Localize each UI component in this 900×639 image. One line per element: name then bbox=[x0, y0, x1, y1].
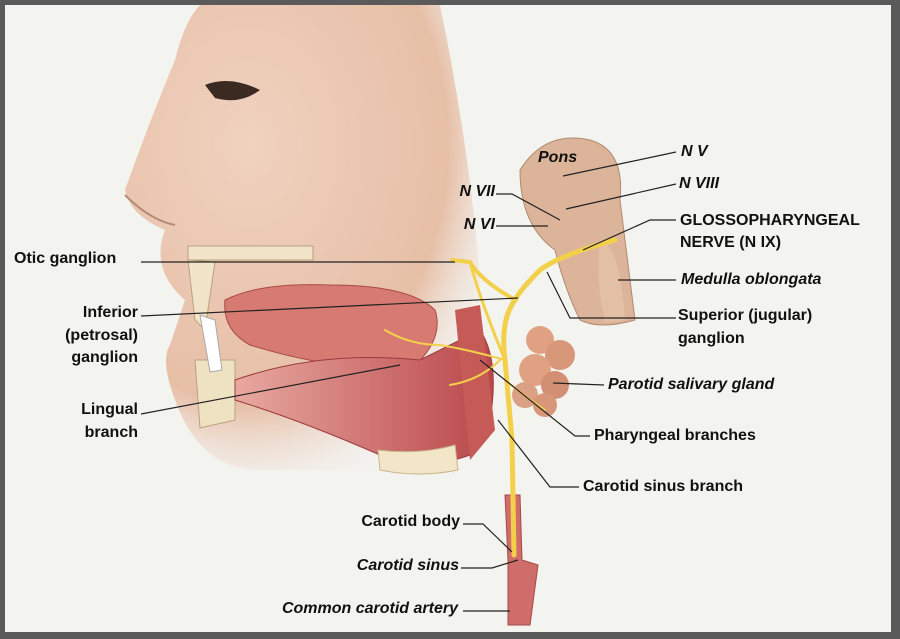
brainstem bbox=[519, 137, 636, 326]
glossopharyngeal-illustration bbox=[124, 5, 677, 626]
label-inferior-ganglion-1: Inferior bbox=[82, 304, 138, 321]
label-otic-ganglion: Otic ganglion bbox=[14, 250, 117, 267]
label-glossopharyngeal-2: NERVE (N IX) bbox=[680, 234, 782, 251]
label-parotid-gland: Parotid salivary gland bbox=[608, 376, 775, 393]
label-n-vii: N VII bbox=[459, 183, 495, 200]
label-inferior-ganglion-2: (petrosal) bbox=[65, 327, 138, 344]
label-lingual-branch-2: branch bbox=[84, 424, 138, 441]
label-common-carotid-artery: Common carotid artery bbox=[281, 600, 458, 617]
skull-bone bbox=[187, 245, 314, 429]
label-n-viii: N VIII bbox=[679, 175, 720, 192]
leader-lines bbox=[140, 151, 677, 612]
carotid-artery bbox=[504, 494, 539, 626]
diagram-frame: Pons N V N VIII N VII N VI GLOSSOPHARYNG… bbox=[5, 5, 891, 632]
glossopharyngeal-nerve bbox=[384, 237, 618, 558]
label-n-vi: N VI bbox=[463, 216, 495, 233]
tongue-and-muscles bbox=[224, 284, 495, 475]
label-medulla: Medulla oblongata bbox=[681, 271, 822, 288]
label-inferior-ganglion-3: ganglion bbox=[71, 349, 138, 366]
parotid-gland bbox=[512, 326, 575, 417]
label-carotid-sinus: Carotid sinus bbox=[356, 557, 459, 574]
label-carotid-sinus-branch: Carotid sinus branch bbox=[583, 478, 744, 495]
label-n-v: N V bbox=[681, 143, 708, 160]
label-superior-ganglion-2: ganglion bbox=[678, 330, 745, 347]
label-pons: Pons bbox=[538, 149, 578, 166]
label-superior-ganglion-1: Superior (jugular) bbox=[678, 307, 813, 324]
label-lingual-branch-1: Lingual bbox=[81, 401, 138, 418]
label-pharyngeal-branches: Pharyngeal branches bbox=[594, 427, 756, 444]
label-glossopharyngeal-1: GLOSSOPHARYNGEAL bbox=[680, 212, 860, 229]
label-carotid-body: Carotid body bbox=[361, 513, 460, 530]
